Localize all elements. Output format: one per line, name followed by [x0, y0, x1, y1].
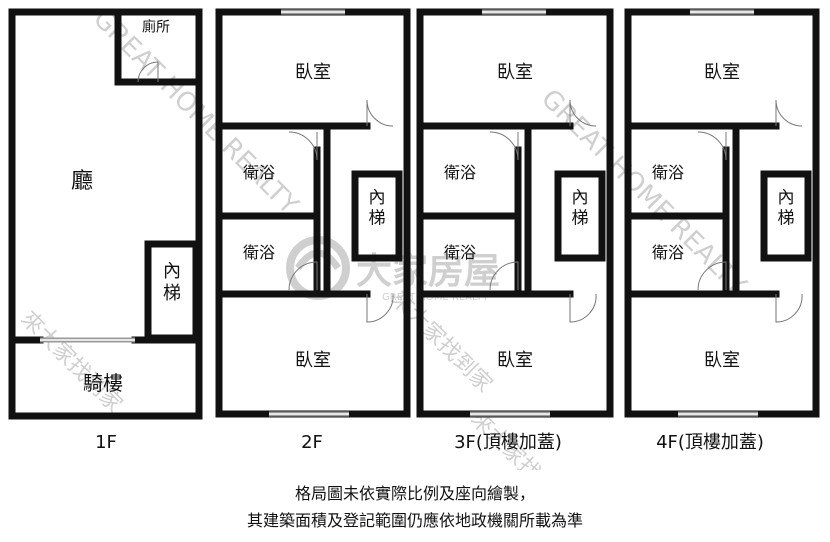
stairs-wall: [351, 170, 403, 262]
room-label-bath-1: 衛浴: [243, 163, 275, 182]
room-label-bedroom-top: 臥室: [497, 62, 533, 83]
stairs-wall: [760, 170, 812, 262]
room-label-bath-1: 衛浴: [652, 163, 684, 182]
room-label-stairs: 內梯: [778, 188, 795, 228]
room-label-bedroom-top: 臥室: [704, 62, 740, 83]
upper-floors: 臥室衛浴衛浴內梯臥室2F臥室衛浴衛浴內梯臥室3F(頂樓加蓋)臥室衛浴衛浴內梯臥室…: [215, 8, 820, 453]
room-label-bath-2: 衛浴: [243, 243, 275, 262]
room-label-bath-2: 衛浴: [652, 243, 684, 262]
room-label-bath-2: 衛浴: [444, 243, 476, 262]
room-label-bedroom-bottom: 臥室: [295, 350, 331, 371]
toilet-wall: [114, 8, 203, 86]
room-label-stairs: 內梯: [572, 188, 589, 228]
floor-label: 1F: [95, 432, 117, 453]
door-swing: [288, 131, 318, 161]
door-swing: [697, 131, 727, 161]
room-label-stairs: 內梯: [163, 261, 181, 304]
room-label-bath-1: 衛浴: [444, 163, 476, 182]
floor-label: 2F: [301, 432, 323, 453]
door-swing: [569, 293, 597, 323]
floor-1f-details: 廁所 廳 內梯 騎樓 1F: [40, 19, 181, 453]
floor-label: 4F(頂樓加蓋): [656, 432, 764, 453]
room-label-bedroom-bottom: 臥室: [497, 350, 533, 371]
door-swing: [366, 99, 394, 127]
disclaimer-line-1: 格局圖未依實際比例及座向繪製，: [294, 484, 535, 503]
door-swings: [697, 99, 803, 323]
door-swings: [288, 99, 394, 323]
door-swing: [137, 61, 159, 83]
disclaimer-line-2: 其建築面積及登記範圍仍應依地政機關所載為準: [246, 511, 583, 530]
door-swing: [489, 261, 519, 291]
room-label-toilet: 廁所: [142, 19, 170, 36]
watermark-text: GREAT HOME REALTY: [535, 84, 752, 301]
floor-1f: [8, 8, 203, 420]
floor-label: 3F(頂樓加蓋): [454, 432, 562, 453]
floor-plan-drawing: 大家房屋 GREAT HOME REALTY GREAT HOME REALTY…: [8, 4, 820, 470]
room-label-hall: 廳: [71, 169, 93, 194]
door-swing: [489, 131, 519, 161]
watermark-text: 來大家找到家: [16, 307, 127, 418]
door-swing: [697, 261, 727, 291]
door-swing: [775, 99, 803, 127]
door-swings: [489, 99, 597, 323]
floor-outline: [8, 8, 203, 420]
door-swing: [569, 99, 597, 127]
room-label-bedroom-bottom: 臥室: [704, 350, 740, 371]
room-label-arcade: 騎樓: [83, 371, 123, 395]
door-swing: [366, 293, 394, 323]
stairs-wall: [554, 170, 606, 262]
watermark: 大家房屋 GREAT HOME REALTY GREAT HOME REALTY…: [16, 4, 752, 470]
door-swing: [288, 261, 318, 291]
watermark-text: 來大家找到家: [386, 287, 497, 398]
room-label-stairs: 內梯: [369, 188, 386, 228]
door-swing: [775, 293, 803, 323]
room-label-bedroom-top: 臥室: [295, 62, 331, 83]
